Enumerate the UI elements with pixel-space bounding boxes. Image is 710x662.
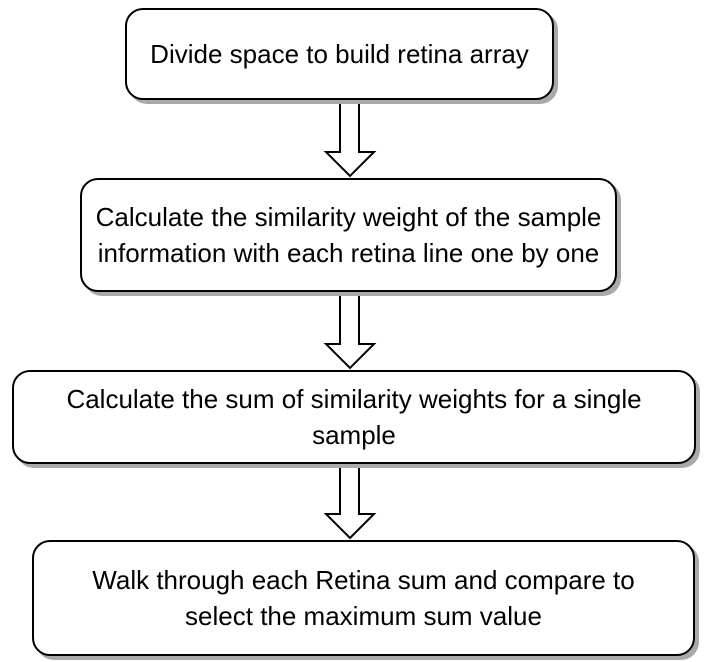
step-4-box: Walk through each Retina sum and compare… (32, 540, 695, 656)
down-arrow-3 (323, 463, 377, 540)
step-4-text: Walk through each Retina sum and compare… (92, 565, 635, 631)
step-2-text: Calculate the similarity weight of the s… (95, 202, 602, 268)
down-arrow-2 (323, 291, 377, 370)
step-1-box: Divide space to build retina array (125, 8, 554, 100)
step-3-text: Calculate the sum of similarity weights … (66, 384, 642, 450)
down-arrow-1 (323, 99, 377, 178)
step-1-text: Divide space to build retina array (150, 39, 529, 69)
step-3-box: Calculate the sum of similarity weights … (12, 370, 696, 464)
step-2-box: Calculate the similarity weight of the s… (80, 178, 617, 292)
